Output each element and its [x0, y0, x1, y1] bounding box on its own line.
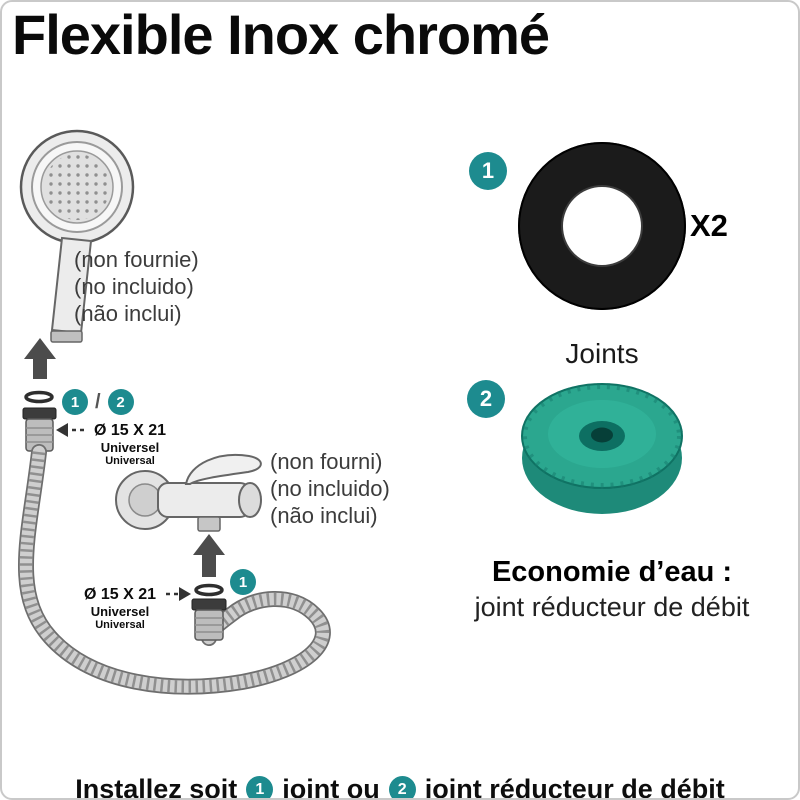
faucet-note-line: (no incluido): [270, 476, 390, 501]
badge-1: 1: [246, 776, 274, 798]
hose-connector-bottom-illustration: [191, 598, 227, 641]
flexible-hose-illustration: [17, 444, 331, 695]
eco-title: Economie d’eau :: [491, 556, 733, 588]
shower-note: (non fournie) (no incluido) (não inclui): [74, 246, 199, 327]
badge-1: 1: [469, 152, 507, 190]
rubber-washer-image: [518, 142, 686, 310]
installation-diagram-illustration: [17, 129, 331, 695]
connector-universal-label: Universal: [95, 619, 145, 631]
shower-note-line: (não inclui): [74, 301, 182, 326]
badge-2: 2: [388, 776, 416, 798]
badge-1: 1: [62, 389, 88, 415]
badge-separator: /: [95, 390, 101, 413]
joints-label: Joints: [565, 338, 639, 369]
page-title: Flexible Inox chromé: [12, 3, 550, 66]
faucet-illustration: [115, 454, 262, 532]
badge-2: 2: [107, 389, 134, 415]
faucet-note-line: (não inclui): [270, 503, 378, 528]
connector-top-label: Ø 15 X 21 Universel Universal: [82, 422, 178, 468]
arrow-right-dashed-icon: [166, 587, 191, 601]
connector-size-label: Ø 15 X 21: [83, 586, 157, 603]
washer-icon: [24, 390, 54, 404]
footer-text: joint réducteur de débit: [424, 774, 725, 800]
flow-reducer-image: [521, 383, 683, 514]
badge-2: 2: [467, 380, 505, 418]
connector-universel-label: Universel: [90, 604, 150, 619]
connector-bottom-label: Ø 15 X 21 Universel Universal: [74, 586, 166, 632]
badge-options-row: 1 / 2: [62, 389, 134, 415]
connector-universel-label: Universel: [100, 440, 160, 455]
washer-icon: [194, 583, 224, 597]
faucet-note-line: (non fourni): [270, 449, 383, 474]
footer-text: Installez soit: [75, 774, 238, 800]
shower-head-illustration: [19, 129, 135, 343]
hose-connector-top-illustration: [22, 407, 57, 452]
faucet-note: (non fourni) (no incluido) (não inclui): [270, 448, 390, 529]
footer-text: joint ou: [282, 774, 380, 800]
footer-instruction: Installez soit 1 joint ou 2 joint réduct…: [2, 774, 798, 800]
shower-note-line: (no incluido): [74, 274, 194, 299]
eco-subtitle: joint réducteur de débit: [474, 592, 750, 622]
connector-universal-label: Universal: [105, 455, 155, 467]
arrow-up-icon: [193, 534, 225, 577]
badge-1: 1: [230, 569, 256, 595]
arrow-up-icon: [24, 338, 56, 379]
quantity-label: X2: [690, 208, 728, 243]
arrow-left-dashed-icon: [56, 423, 84, 437]
shower-note-line: (non fournie): [74, 247, 199, 272]
connector-size-label: Ø 15 X 21: [93, 422, 167, 439]
